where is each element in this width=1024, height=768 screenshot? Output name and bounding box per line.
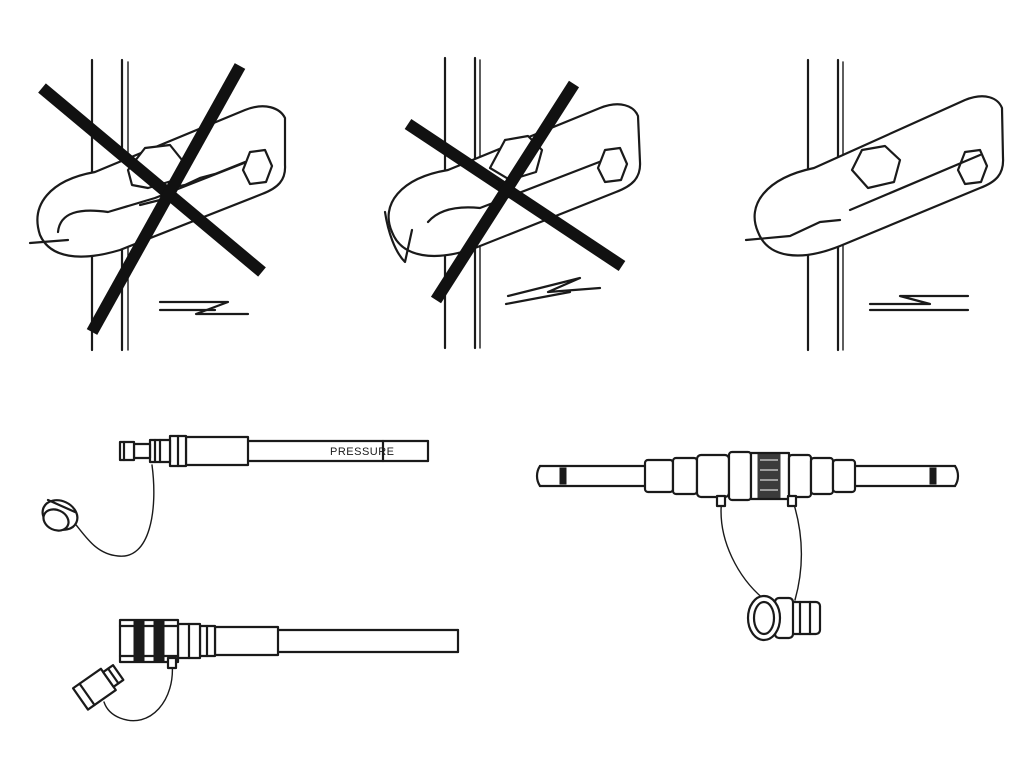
movement-arrow bbox=[158, 300, 250, 316]
connected-coupler-assembly bbox=[535, 450, 960, 642]
movement-arrow bbox=[504, 276, 602, 306]
hose-label-pressure: PRESSURE bbox=[330, 446, 395, 458]
hose bbox=[276, 628, 460, 654]
wrench-panel-correct bbox=[744, 58, 1005, 352]
movement-arrow bbox=[868, 294, 970, 312]
dust-plug bbox=[71, 656, 178, 722]
female-coupler-body bbox=[118, 618, 280, 664]
pressure-hose-male-coupler: PRESSURE bbox=[41, 434, 430, 557]
dust-cap bbox=[41, 464, 155, 557]
male-coupler-tip bbox=[118, 434, 250, 468]
wrench-panel-incorrect-2 bbox=[383, 56, 642, 350]
hose-left bbox=[535, 464, 647, 488]
cross-out-mark bbox=[404, 80, 626, 304]
hose-right bbox=[853, 464, 960, 488]
hanging-dust-caps bbox=[746, 594, 822, 642]
cap-tethers bbox=[715, 494, 803, 601]
wrench-panel-incorrect-1 bbox=[28, 58, 287, 352]
cross-out-mark bbox=[38, 63, 266, 335]
hose-female-coupler bbox=[71, 618, 460, 722]
hose bbox=[246, 439, 430, 463]
wrench bbox=[744, 95, 1005, 257]
coupler-bodies bbox=[643, 450, 857, 502]
